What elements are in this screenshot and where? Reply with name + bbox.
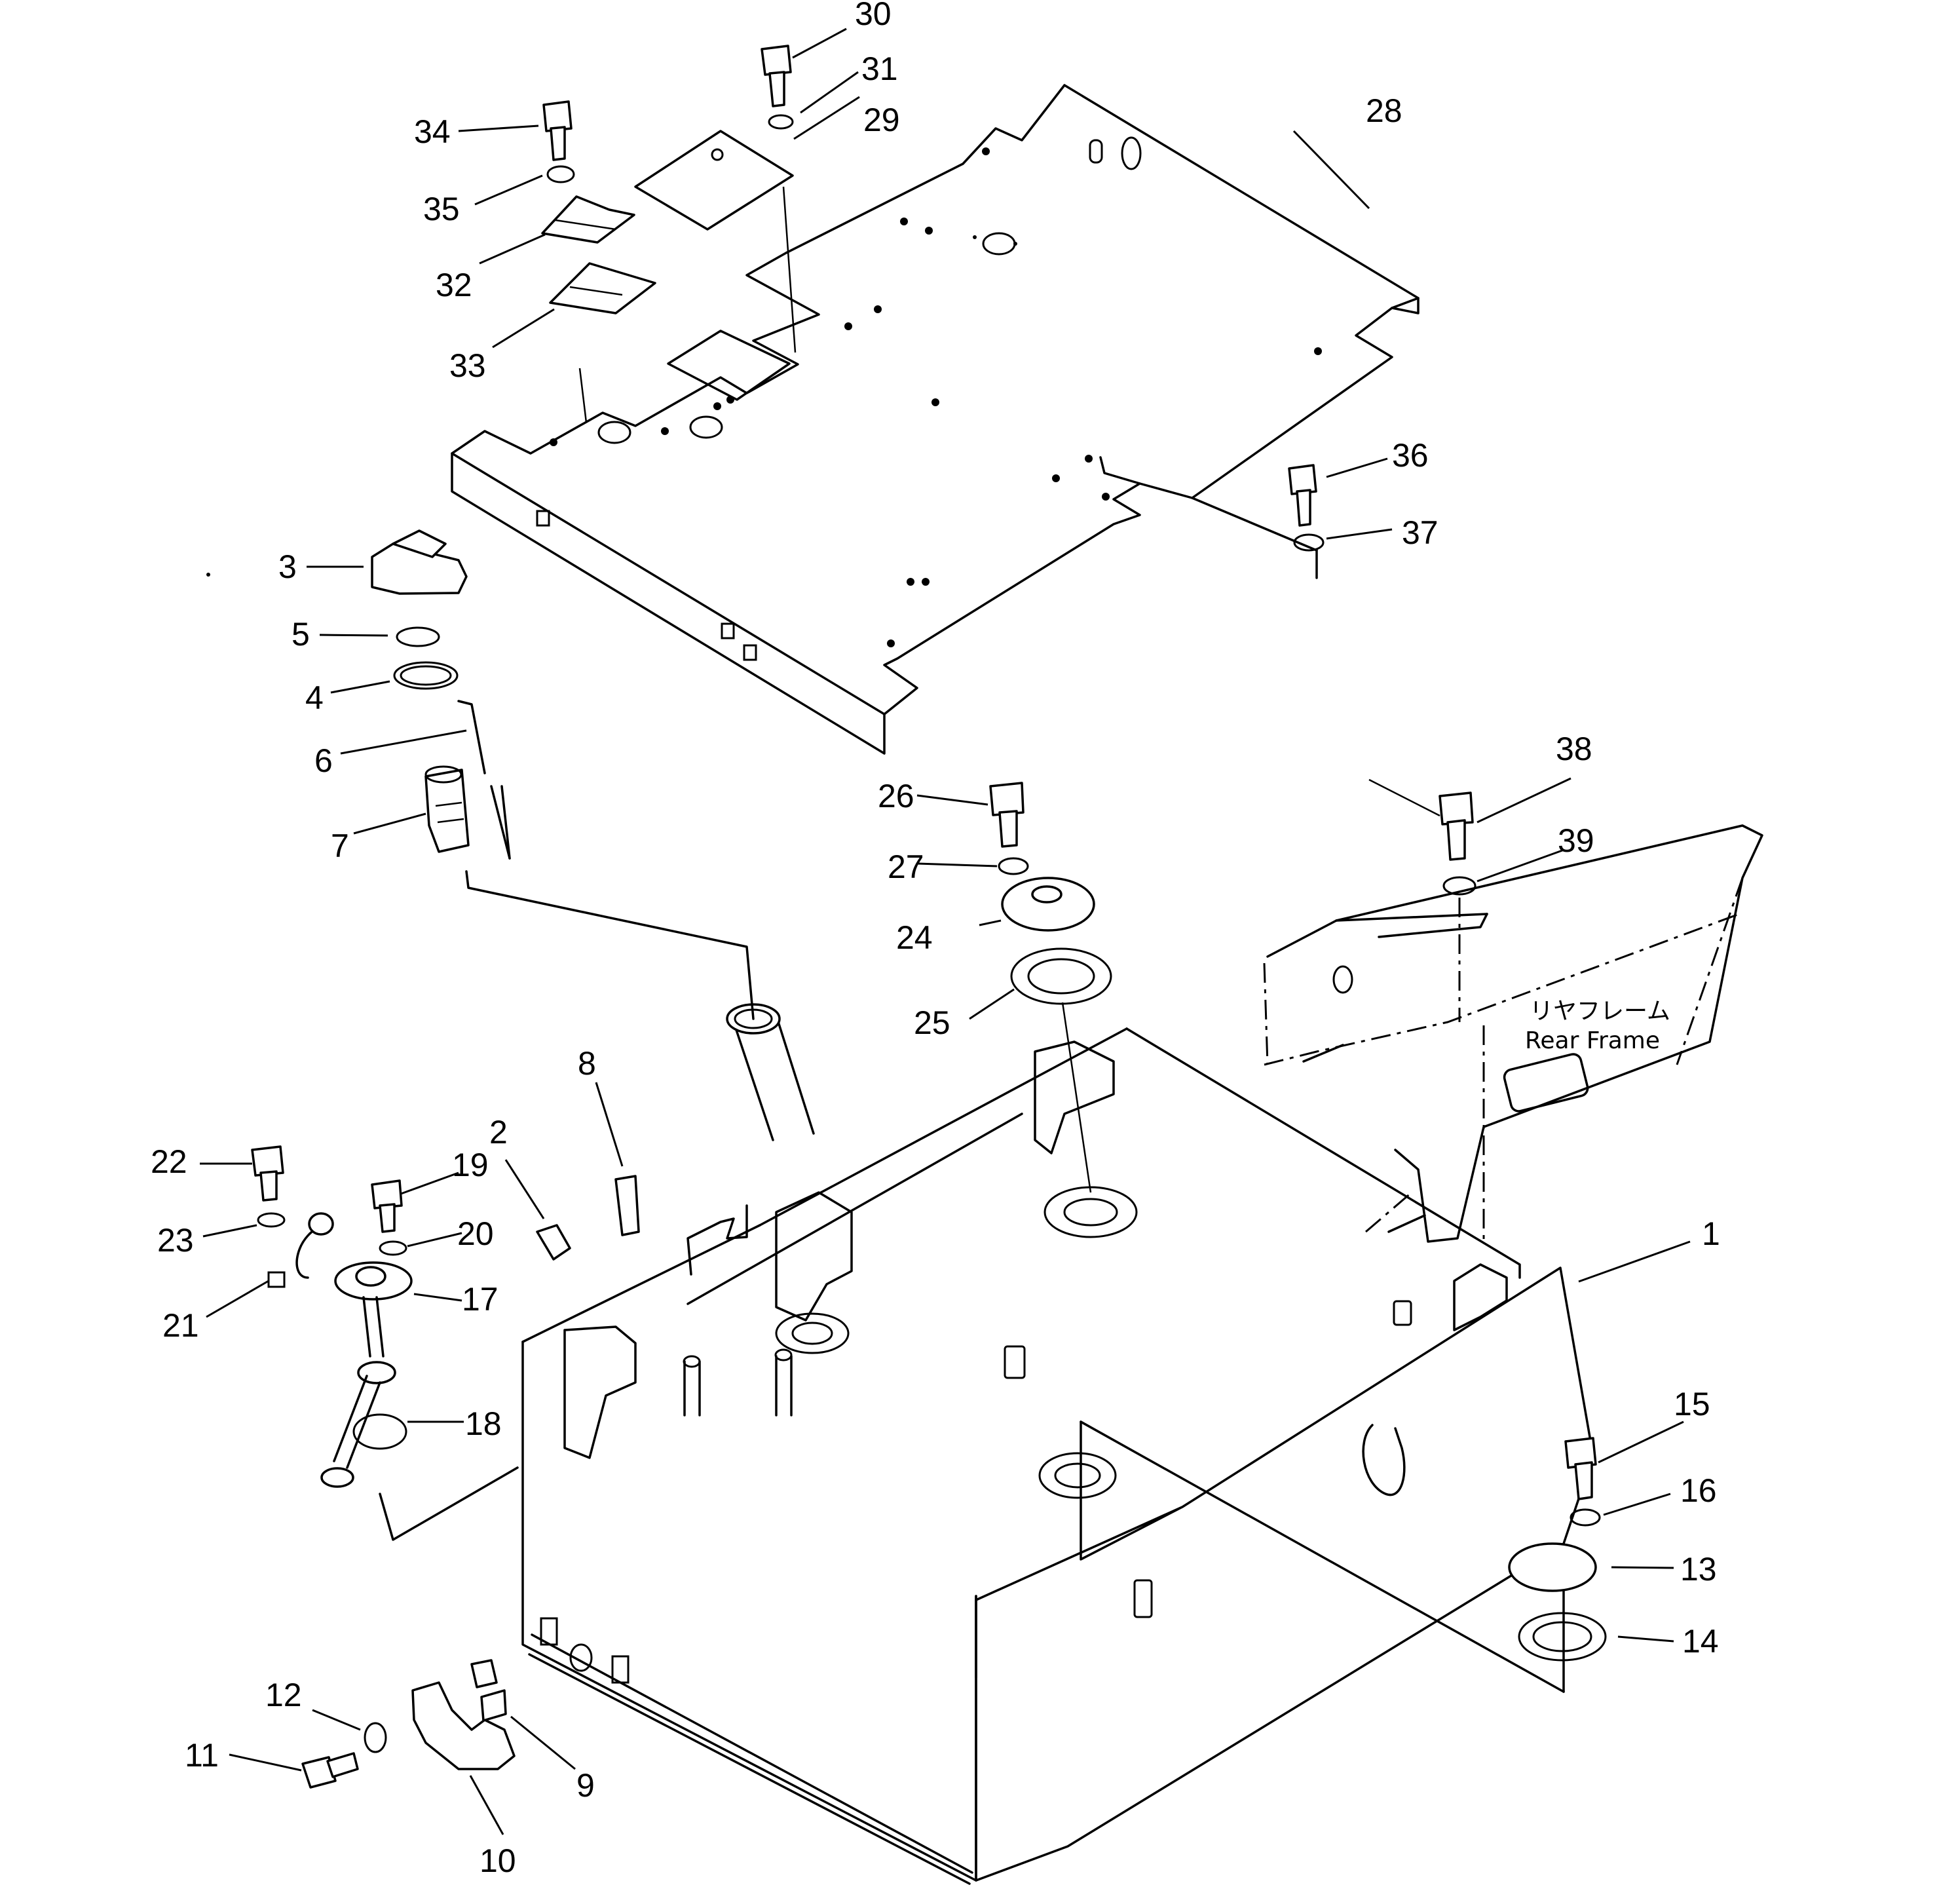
- callout-20: 20: [457, 1215, 494, 1252]
- washer-part-16: [1570, 1508, 1601, 1527]
- lock-ring-part-5: [396, 626, 440, 647]
- washer-part-37: [1293, 533, 1325, 552]
- callout-24: 24: [896, 919, 933, 956]
- strainer-part-7: [424, 765, 755, 1020]
- fuel-tank-part-1: [521, 1003, 1594, 1885]
- bolt-part-38: [1368, 778, 1474, 861]
- callout-25: 25: [914, 1004, 950, 1041]
- callout-21: 21: [162, 1307, 199, 1344]
- callout-26: 26: [878, 778, 914, 814]
- bolt-part-26: [989, 782, 1025, 848]
- bolt-part-19: [371, 1179, 403, 1233]
- callout-5: 5: [292, 616, 310, 653]
- callout-33: 33: [449, 347, 486, 384]
- gasket-part-14: [1518, 1612, 1607, 1662]
- washer-part-27: [998, 857, 1029, 875]
- callout-labels: 1 2 3 4 5 6 7 8 9 10 11 12 13 14 15 16 1…: [151, 0, 1720, 1879]
- plug-part-2: [536, 1224, 571, 1261]
- callout-14: 14: [1682, 1623, 1719, 1660]
- callout-23: 23: [157, 1222, 194, 1259]
- callout-8: 8: [578, 1045, 596, 1082]
- callout-35: 35: [423, 191, 460, 227]
- callout-31: 31: [861, 50, 898, 87]
- plate-part-32: [541, 195, 635, 244]
- callout-12: 12: [265, 1677, 302, 1713]
- rod-part-6: [457, 700, 511, 860]
- callout-19: 19: [452, 1147, 489, 1183]
- callout-11: 11: [185, 1737, 219, 1774]
- callout-39: 39: [1558, 822, 1594, 859]
- wire-part-21: [308, 1212, 334, 1236]
- callout-1: 1: [1702, 1215, 1720, 1252]
- washer-part-20: [379, 1240, 407, 1256]
- callout-4: 4: [305, 679, 324, 716]
- rear-frame: [1263, 824, 1763, 1245]
- callout-38: 38: [1556, 731, 1592, 767]
- callout-29: 29: [863, 102, 900, 138]
- bolt-part-34: [542, 100, 573, 161]
- hook-part-8: [614, 1175, 640, 1236]
- callout-10: 10: [480, 1842, 516, 1879]
- leader-lines: [200, 28, 1691, 1835]
- callout-18: 18: [465, 1405, 502, 1442]
- callout-32: 32: [436, 267, 472, 303]
- washer-part-31: [768, 114, 794, 130]
- rear-frame-label-jp: リヤフレーム: [1530, 998, 1670, 1025]
- washer-part-35: [546, 165, 575, 183]
- callout-30: 30: [855, 0, 892, 32]
- callout-34: 34: [414, 113, 451, 150]
- gasket-part-25: [1010, 947, 1112, 1193]
- floor-plate-part-28: [206, 84, 1420, 755]
- gasket-part-18: [352, 1413, 519, 1541]
- callout-7: 7: [331, 828, 349, 864]
- callout-2: 2: [489, 1114, 508, 1151]
- bolt-part-30: [761, 45, 792, 107]
- cover-part-24: [1001, 877, 1095, 932]
- callout-15: 15: [1674, 1386, 1710, 1422]
- callout-13: 13: [1680, 1551, 1717, 1588]
- fuel-cap-part-3: [371, 529, 468, 595]
- washer-part-39: [1442, 876, 1476, 1022]
- callout-17: 17: [462, 1281, 498, 1318]
- callout-3: 3: [278, 548, 297, 585]
- bolt-part-22: [251, 1145, 284, 1202]
- clamp-part-10: [411, 1681, 516, 1770]
- callout-9: 9: [576, 1767, 595, 1804]
- valve-part-9: [470, 1659, 507, 1722]
- callout-6: 6: [314, 742, 333, 779]
- cover-part-13: [1508, 1542, 1597, 1592]
- plate-part-33: [549, 262, 656, 314]
- callout-36: 36: [1392, 437, 1429, 474]
- bolt-part-11: [301, 1752, 359, 1789]
- callout-22: 22: [151, 1143, 187, 1180]
- rear-frame-label-en: Rear Frame: [1525, 1027, 1660, 1054]
- callout-27: 27: [888, 848, 924, 885]
- bolt-part-15: [1564, 1437, 1597, 1500]
- washer-part-12: [364, 1722, 387, 1753]
- callout-16: 16: [1680, 1472, 1717, 1509]
- bolt-part-36: [1288, 464, 1317, 527]
- callout-28: 28: [1366, 92, 1402, 129]
- washer-part-23: [257, 1212, 286, 1228]
- gasket-part-4: [393, 661, 459, 690]
- callout-37: 37: [1402, 514, 1439, 551]
